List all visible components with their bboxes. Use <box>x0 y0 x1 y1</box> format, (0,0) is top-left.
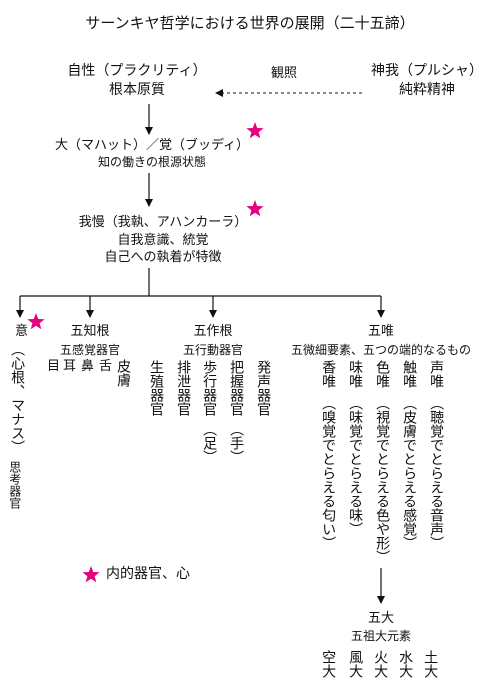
ahamkara-name: 我慢（我執、アハンカーラ） <box>78 215 248 230</box>
mahabhuta-item-space: 空大 <box>320 650 337 678</box>
relation-label: 観照 <box>270 66 298 81</box>
star-icon-ahamkara <box>246 200 264 217</box>
mahat-name: 大（マハット）／覚（ブッディ） <box>54 138 250 153</box>
karmendriya-item-excretion: 排泄器官 <box>175 360 192 416</box>
star-icon-manas <box>27 313 45 330</box>
karmendriya-item-walking-note: （足） <box>201 422 218 464</box>
tanmatra-item-touch-note: （皮膚でとらえる感覚） <box>401 396 418 550</box>
tanmatra-name: 五唯 <box>367 324 395 339</box>
mahabhuta-item-fire: 火大 <box>372 650 389 678</box>
purusha-name: 神我（プルシャ） <box>371 63 483 79</box>
tanmatra-item-touch: 触唯 <box>401 360 418 388</box>
karmendriya-item-grasping: 把握器官 <box>228 360 245 416</box>
manas-paren: （心根、マナス） <box>9 342 26 454</box>
jnanendriya-item-nose: 鼻 <box>81 359 95 374</box>
tanmatra-sub: 五微細要素、五つの端的なるもの <box>290 343 472 357</box>
tanmatra-item-form-note: （視覚でとらえる色や形） <box>374 396 391 564</box>
tanmatra-item-taste-note: （味覚でとらえる味） <box>347 396 364 536</box>
karmendriya-name: 五作根 <box>193 324 233 339</box>
tanmatra-item-sound-note: （聴覚でとらえる音声） <box>428 396 445 550</box>
legend-label: 内的器官、心 <box>106 566 190 582</box>
purusha-desc: 純粋精神 <box>399 82 455 98</box>
karmendriya-item-grasping-note: （手） <box>228 422 245 464</box>
karmendriya-item-reproduction: 生殖器官 <box>148 360 165 416</box>
ahamkara-desc-2: 自己への執着が特徴 <box>104 250 222 265</box>
mahabhuta-item-wind: 風大 <box>347 650 364 678</box>
tanmatra-item-taste: 味唯 <box>347 360 364 388</box>
mahabhuta-item-water: 水大 <box>397 650 414 678</box>
jnanendriya-item-skin: 皮膚 <box>115 359 132 387</box>
jnanendriya-name: 五知根 <box>70 324 110 339</box>
karmendriya-item-speech: 発声器官 <box>255 360 272 416</box>
mahabhuta-item-earth: 土大 <box>422 650 439 678</box>
tanmatra-item-form: 色唯 <box>374 360 391 388</box>
tanmatra-item-smell: 香唯 <box>320 360 337 388</box>
star-icon-mahat <box>246 122 264 139</box>
jnanendriya-item-tongue: 舌 <box>99 359 113 374</box>
prakriti-name: 自性（プラクリティ） <box>67 63 207 79</box>
diagram-title: サーンキヤ哲学における世界の展開（二十五諦） <box>85 14 415 32</box>
mahat-desc: 知の働きの根源状態 <box>97 155 207 169</box>
mahabhuta-name: 五大 <box>367 611 395 626</box>
karmendriya-item-walking: 歩行器官 <box>201 360 218 416</box>
tanmatra-item-smell-note: （嗅覚でとらえる匂い） <box>320 396 337 550</box>
tanmatra-item-sound: 声唯 <box>428 360 445 388</box>
manas-sub: 思考器官 <box>7 461 22 509</box>
star-icon-legend <box>82 566 100 583</box>
jnanendriya-item-eye: 目 <box>47 359 61 374</box>
jnanendriya-sub: 五感覚器官 <box>59 343 121 357</box>
jnanendriya-item-ear: 耳 <box>63 359 77 374</box>
ahamkara-desc-1: 自我意識、統覚 <box>117 233 209 248</box>
karmendriya-sub: 五行動器官 <box>182 343 244 357</box>
mahabhuta-sub: 五祖大元素 <box>350 629 412 643</box>
manas-name: 意 <box>15 324 29 339</box>
prakriti-desc: 根本原質 <box>109 82 165 98</box>
